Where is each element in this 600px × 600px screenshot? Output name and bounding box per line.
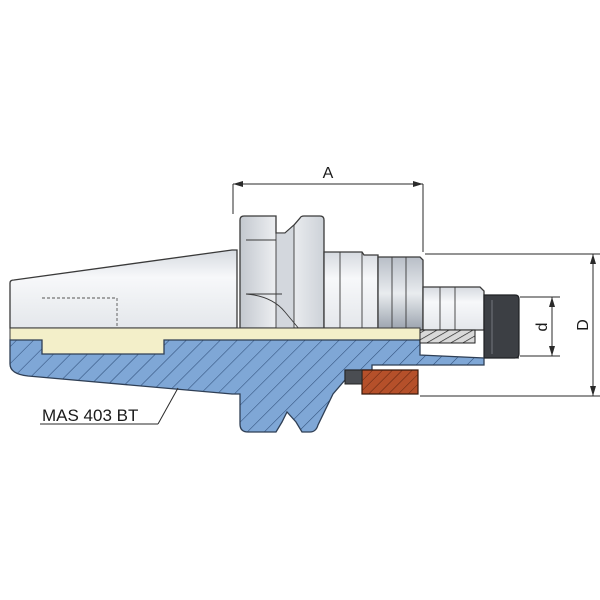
thread-section: [419, 329, 476, 344]
lower-section-view: [9, 327, 519, 433]
clamping-nut-upper: [377, 256, 424, 331]
body-section: [9, 339, 485, 433]
dimension-d-small: d: [520, 296, 560, 357]
upper-exterior-view: [9, 215, 520, 359]
clamping-nut-lower: [361, 369, 419, 395]
dimension-a-label: A: [323, 165, 334, 182]
flange-groove: [275, 223, 295, 329]
front-sleeve: [422, 286, 485, 331]
dimension-d-large: D: [420, 253, 600, 397]
dimension-d-large-label: D: [575, 319, 592, 331]
tool-shank: [483, 294, 520, 359]
nut-keeper: [344, 369, 363, 385]
hidden-bore-line: [42, 297, 118, 340]
standard-callout: MAS 403 BT: [40, 387, 179, 425]
taper-shank: [9, 249, 238, 329]
body-cylinder: [323, 251, 379, 329]
standard-callout-label: MAS 403 BT: [42, 406, 138, 425]
dimension-d-small-label: d: [534, 323, 551, 332]
dimension-a: A: [232, 165, 424, 252]
